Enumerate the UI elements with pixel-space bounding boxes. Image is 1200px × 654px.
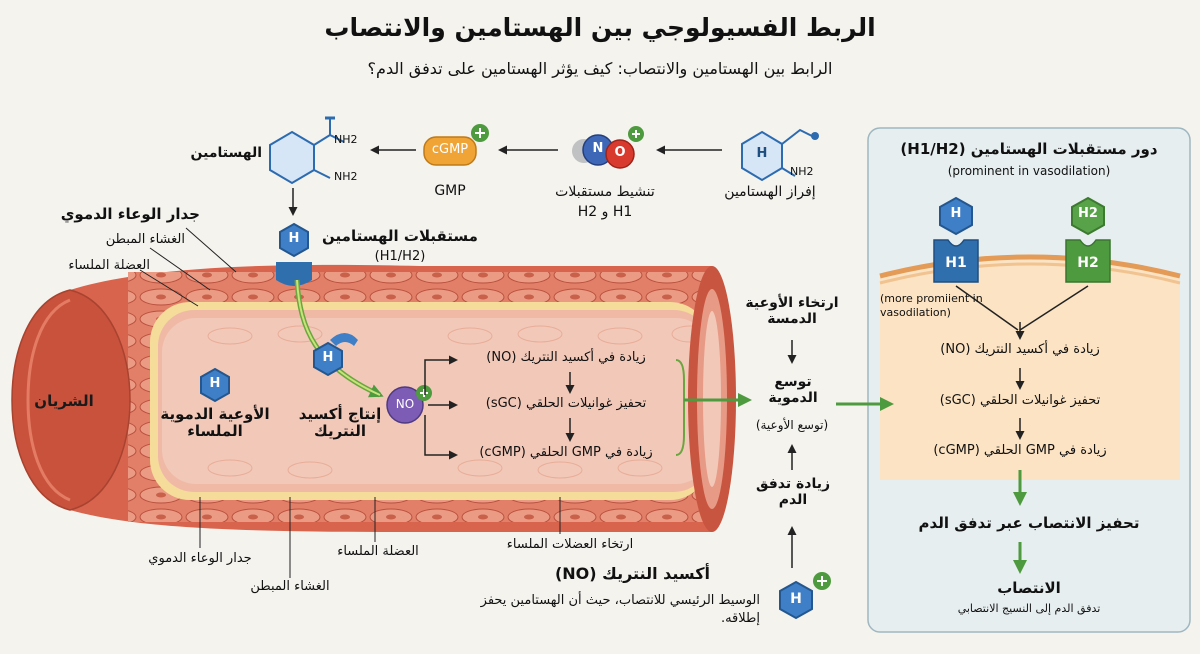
panel-note: (more promiient in vasodilation): [880, 292, 983, 320]
gmp-label: GMP: [434, 183, 466, 199]
relax-vessels-label: ارتخاء الأوعية الدمسة: [745, 295, 839, 328]
panel-h-letter: H: [950, 206, 962, 221]
vessel-lumen: [162, 318, 710, 484]
vasodilation-label: توسع الدموية: [768, 374, 818, 407]
panel-h2-top-letter: H2: [1078, 206, 1098, 221]
no-production-label: إنتاج أكسيد النتريك: [298, 405, 382, 441]
panel-h2-label: H2: [1077, 255, 1099, 271]
histamine-label: الهستامين: [190, 145, 263, 161]
panel-h1-label: H1: [945, 255, 967, 271]
receptor-h-letter: H: [288, 231, 300, 246]
h-hex-bottom: [779, 580, 813, 620]
panel-step-1: زيادة في أكسيد النتريك (NO): [940, 342, 1100, 357]
panel-membrane: [880, 257, 1180, 480]
bottom-smooth-muscle-label: العضلة الملساء: [337, 544, 419, 559]
panel-erection-sub: تدفق الدم إلى النسيج الانتصابي: [957, 602, 1101, 615]
artery-label: الشريان: [34, 392, 94, 410]
released-h-letter: H: [756, 146, 768, 161]
vasodilation-sub: (توسع الأوعية): [755, 418, 829, 432]
inner-step-2: تحفيز غوانيلات الحلقي (sGC): [485, 396, 647, 411]
h-hex-lumen: [313, 341, 343, 377]
cgmp-badge: [423, 136, 477, 166]
bottom-h-letter: H: [790, 591, 802, 607]
panel-h-hex: [939, 196, 973, 236]
vessels-h-letter: H: [209, 376, 221, 391]
nitrogen-letter: N: [592, 141, 604, 156]
artery-cap: [11, 289, 131, 511]
receptor-hex-top: [279, 222, 309, 258]
bottom-endothelium-label: الغشاء المبطن: [250, 579, 330, 594]
no-badge-circle: [386, 386, 424, 424]
released-histamine-molecule: [741, 128, 819, 182]
panel-h2-receptor: [1065, 239, 1111, 283]
panel-h1-receptor: [933, 239, 979, 283]
smooth-vessels-label: الأوعية الدموية الملساء: [160, 405, 270, 441]
inner-step-1: زيادة في أكسيد النتريك (NO): [486, 350, 646, 365]
smooth-muscle-label: العضلة الملساء: [68, 258, 150, 273]
release-label: إفراز الهستامين: [724, 184, 816, 200]
panel-h2-hex: [1071, 196, 1105, 236]
endothelium-label: الغشاء المبطن: [105, 232, 185, 247]
blood-flow-label: زيادة تدفق الدم: [755, 476, 831, 509]
page-subtitle: الرابط بين الهستامين والانتصاب: كيف يؤثر…: [367, 59, 833, 78]
receptors-title: مستقبلات الهستامين: [322, 227, 478, 245]
activation-label: تنشيط مستقبلات: [555, 184, 655, 200]
inner-step-3: زيادة في GMP الحلقي (cGMP): [479, 445, 653, 460]
no-title: أكسيد النتريك (NO): [554, 564, 710, 583]
panel-step-3: زيادة في GMP الحلقي (cGMP): [933, 443, 1107, 458]
activation-sub: H1 و H2: [577, 204, 633, 220]
histamine-molecule: [269, 116, 345, 185]
bottom-wall-label: جدار الوعاء الدموي: [148, 551, 252, 566]
panel-erection: الانتصاب: [997, 579, 1061, 597]
page-title: الربط الفسيولوجي بين الهستامين والانتصاب: [324, 13, 876, 42]
cgmp-label: cGMP: [431, 142, 469, 157]
wall-title: جدار الوعاء الدموي: [60, 205, 200, 223]
panel-subtitle: (prominent in vasodilation): [947, 164, 1111, 178]
panel-stimulate: تحفيز الانتصاب عبر تدفق الدم: [918, 514, 1140, 532]
no-badge-label: NO: [395, 397, 415, 411]
amide-nh2: NH2: [334, 133, 358, 146]
lumen-h-letter: H: [322, 350, 334, 365]
h-hex-vessels: [200, 367, 230, 403]
relaxation-label: ارتخاء العضلات الملساء: [506, 537, 634, 552]
released-nh2: NH2: [790, 165, 814, 178]
panel-step-2: تحفيز غوانيلات الحلقي (sGC): [939, 393, 1101, 408]
amine-nh2: NH2: [334, 170, 358, 183]
receptors-sub: (H1/H2): [374, 249, 426, 264]
oxygen-atom: [605, 139, 635, 169]
oxygen-letter: O: [614, 145, 626, 160]
panel-title: دور مستقبلات الهستامين (H1/H2): [900, 140, 1158, 158]
no-description: الوسيط الرئيسي للانتصاب، حيث أن الهستامي…: [480, 593, 760, 627]
